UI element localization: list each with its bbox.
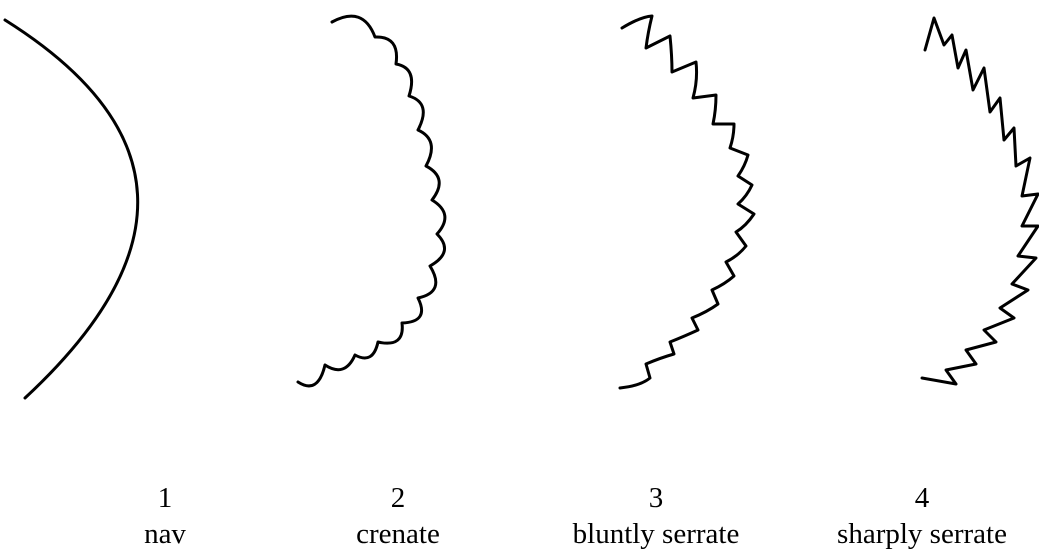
margin-3-label: bluntly serrate: [573, 518, 740, 550]
margin-4-label: sharply serrate: [837, 518, 1007, 550]
margin-4-number: 4: [915, 482, 930, 514]
margin-1-label: nav: [144, 518, 186, 550]
margin-type-2: 2 crenate: [298, 16, 445, 550]
margin-type-3: 3 bluntly serrate: [573, 16, 754, 550]
margin-2-outline-crenate: [298, 16, 445, 386]
margin-2-label: crenate: [356, 518, 440, 550]
margin-2-number: 2: [391, 482, 406, 514]
margin-type-4: 4 sharply serrate: [837, 18, 1038, 550]
margin-4-outline-sharply-serrate: [922, 18, 1038, 384]
margin-1-outline-entire: [5, 20, 138, 398]
margin-type-1: 1 nav: [5, 20, 186, 550]
margin-1-number: 1: [158, 482, 173, 514]
margin-3-outline-bluntly-serrate: [620, 16, 754, 388]
margin-3-number: 3: [649, 482, 664, 514]
